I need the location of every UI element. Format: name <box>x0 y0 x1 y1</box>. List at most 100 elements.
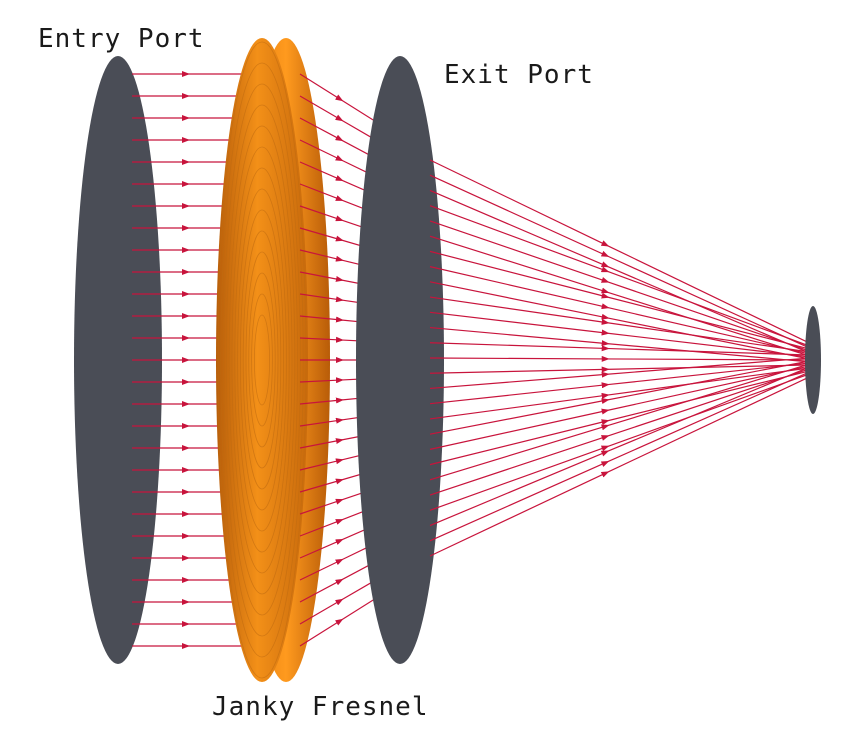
ray-segment <box>429 424 610 481</box>
ray-segment <box>429 471 610 557</box>
ray-segment <box>299 95 344 122</box>
ray-segment <box>605 306 813 356</box>
fresnel-ring <box>253 314 270 406</box>
converging-rays <box>429 159 813 557</box>
ray-segment <box>299 161 344 182</box>
ray-segment <box>299 498 344 515</box>
ray-segment <box>299 271 344 282</box>
ray-segment <box>605 347 813 356</box>
ray-segment <box>429 408 610 450</box>
ray-segment <box>605 372 813 448</box>
ray-segment <box>605 357 813 375</box>
ray-segment <box>429 382 610 405</box>
fresnel-face <box>216 38 308 682</box>
ray-segment <box>605 367 813 396</box>
exit-port <box>356 56 444 664</box>
ray-segment <box>429 450 610 527</box>
ray-segment <box>605 291 813 358</box>
ray-segment <box>299 336 344 343</box>
ray-segment <box>299 417 344 427</box>
ray-segment <box>299 397 344 405</box>
ray-segment <box>429 174 610 257</box>
ray-segment <box>605 358 813 361</box>
ray-segment <box>605 270 813 348</box>
ray-segment <box>299 293 344 303</box>
ray-segment <box>605 370 813 464</box>
ray-segment <box>299 377 344 384</box>
ray-segment <box>429 235 610 294</box>
fresnel-ring <box>228 125 296 595</box>
ray-segment <box>605 375 813 474</box>
ray-segment <box>299 315 344 323</box>
fresnel-ring <box>231 146 293 574</box>
ray-segment <box>299 73 344 102</box>
ray-segment <box>429 342 610 352</box>
ray-segment <box>299 438 344 449</box>
ray-segment <box>429 281 610 320</box>
ray-segment <box>429 189 610 268</box>
fresnel-ring <box>245 251 279 469</box>
fresnel-ring <box>242 230 282 490</box>
ray-segment <box>429 355 610 362</box>
ray-segment <box>429 326 610 347</box>
ray-segment <box>605 365 813 453</box>
ray-segment <box>299 519 344 537</box>
ray-segment <box>299 227 344 242</box>
fresnel-ring <box>237 188 287 532</box>
ray-segment <box>429 266 610 310</box>
entry-port-label: Entry Port <box>38 24 205 54</box>
ray-segment <box>605 265 813 355</box>
ray-segment <box>605 321 813 353</box>
ray-segment <box>605 364 813 370</box>
ray-segment <box>605 280 813 353</box>
ray-segment <box>605 369 813 422</box>
fresnel-rings <box>217 41 307 679</box>
entry-port <box>74 56 162 664</box>
ray-segment <box>429 250 610 299</box>
detector <box>805 306 821 414</box>
ray-segment <box>299 478 344 493</box>
ray-segment <box>429 419 610 466</box>
fresnel-ring <box>225 104 298 616</box>
ray-segment <box>299 618 344 647</box>
ray-segment <box>299 139 344 162</box>
ray-segment <box>299 183 344 201</box>
ray-segment <box>605 342 813 363</box>
ray-segment <box>605 364 813 412</box>
exit-port-label: Exit Port <box>444 60 594 90</box>
ray-segment <box>429 371 610 390</box>
ray-segment <box>429 460 610 542</box>
fresnel-ring <box>239 209 284 511</box>
ray-segment <box>429 366 610 374</box>
fresnel-label: Janky Fresnel <box>212 692 429 722</box>
ray-segment <box>605 362 813 386</box>
ray-segment <box>605 296 813 351</box>
ray-segment <box>429 205 610 273</box>
ray-segment <box>605 254 813 350</box>
ray-segment <box>429 311 610 336</box>
ray-segment <box>429 445 610 511</box>
ray-segment <box>605 367 813 438</box>
ray-segment <box>605 362 813 427</box>
ray-segment <box>299 458 344 471</box>
ray-segment <box>429 392 610 420</box>
ray-segment <box>299 117 344 142</box>
fresnel-ring <box>251 293 273 427</box>
ray-segment <box>605 332 813 358</box>
ray-segment <box>605 316 813 361</box>
ray-segment <box>299 578 344 603</box>
ray-segment <box>429 296 610 325</box>
ray-segment <box>299 538 344 559</box>
ray-segment <box>299 558 344 581</box>
fresnel-ring <box>248 272 276 448</box>
ray-segment <box>429 398 610 435</box>
ray-segment <box>605 244 813 345</box>
ray-segment <box>429 220 610 283</box>
fresnel-lens <box>216 38 330 682</box>
ray-segment <box>429 159 610 247</box>
ray-segment <box>299 205 344 222</box>
fresnel-ring <box>234 167 290 553</box>
ray-segment <box>299 249 344 262</box>
ray-segment <box>299 598 344 625</box>
